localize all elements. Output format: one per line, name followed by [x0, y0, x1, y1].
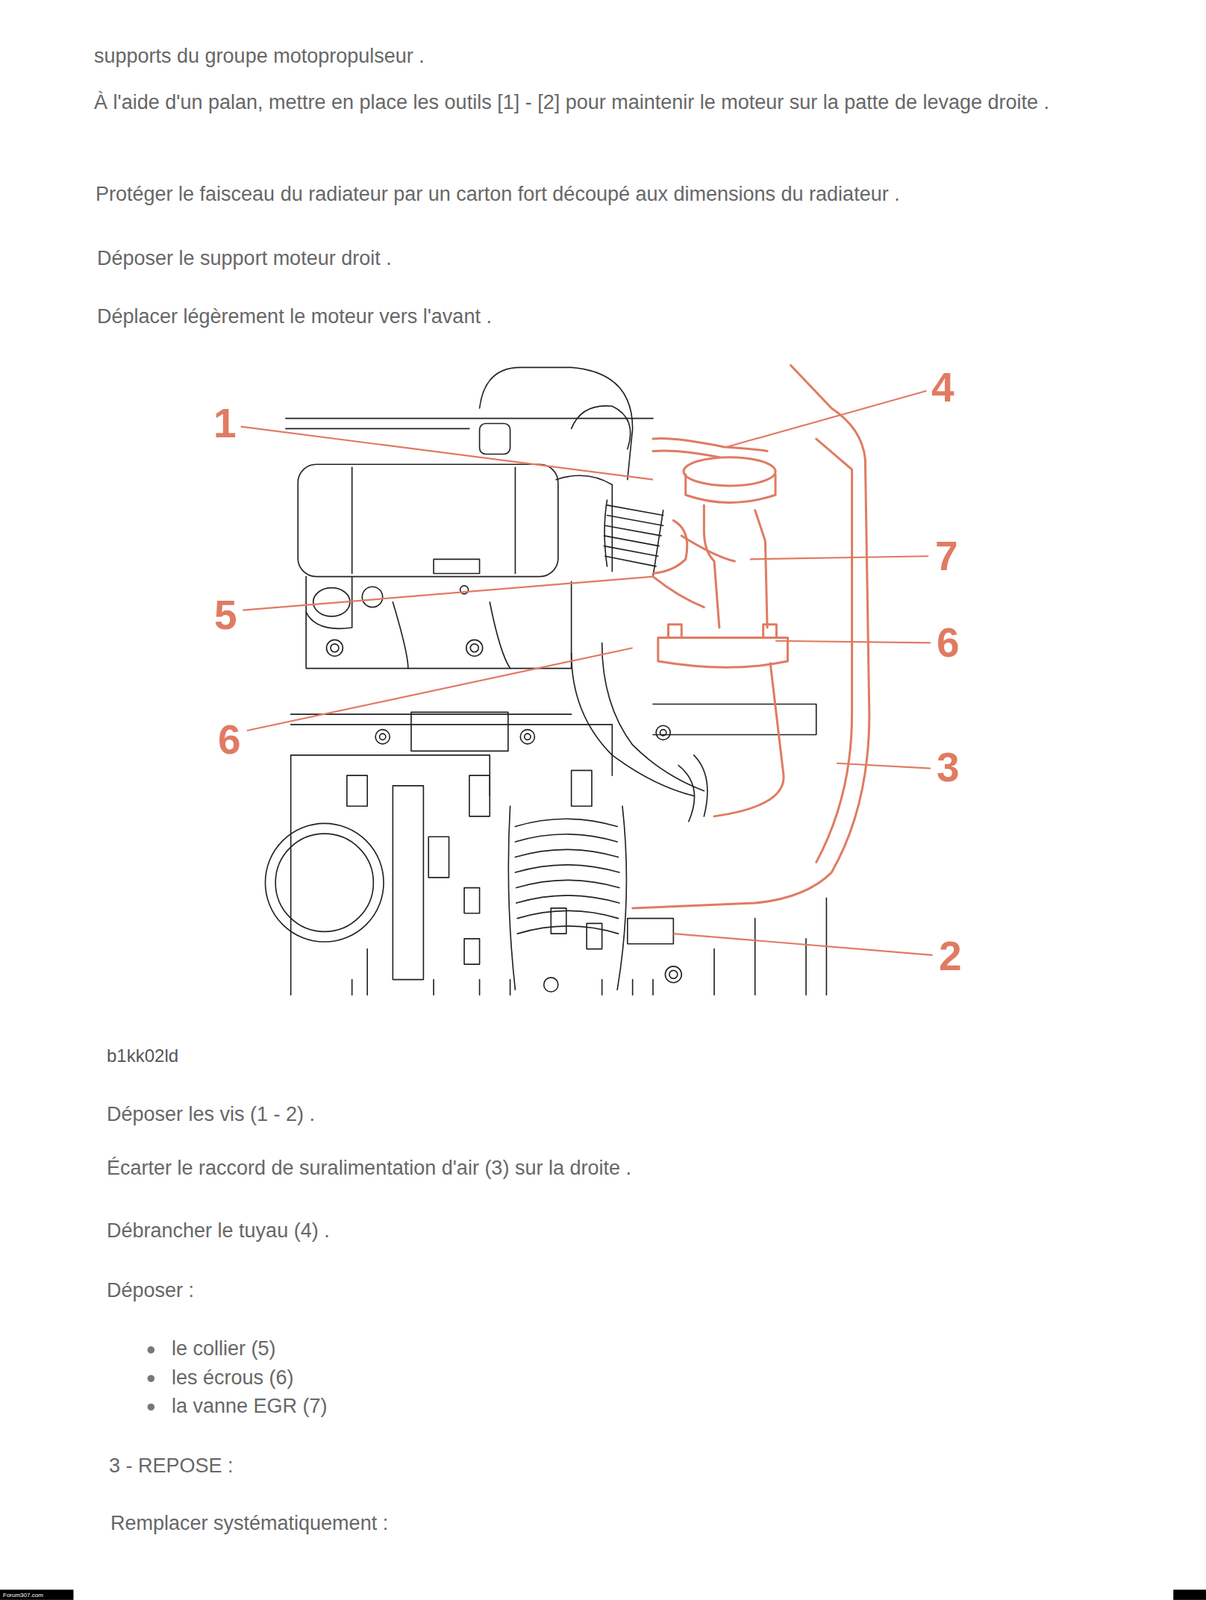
callout-number: 3 — [936, 743, 960, 792]
callout-number: 7 — [935, 532, 959, 580]
watermark: Forum307.com — [2, 1591, 44, 1600]
body-text: Débrancher le tuyau (4) . — [106, 1217, 330, 1245]
callout-number: 6 — [217, 715, 242, 764]
list-item: la vanne EGR (7) — [171, 1392, 328, 1420]
callout-number: 5 — [214, 591, 238, 639]
body-text: Déposer : — [106, 1276, 195, 1304]
callout-number: 6 — [936, 618, 960, 667]
list-item: le collier (5) — [171, 1335, 277, 1362]
body-text: Remplacer systématiquement : — [110, 1509, 389, 1537]
list-item: les écrous (6) — [171, 1364, 295, 1392]
section-heading: 3 - REPOSE : — [108, 1452, 234, 1480]
body-text: Déplacer légèrement le moteur vers l'ava… — [97, 302, 492, 330]
callout-number: 1 — [213, 399, 237, 448]
body-text: Écarter le raccord de suralimentation d'… — [106, 1154, 632, 1182]
figure-reference: b1kk02ld — [106, 1042, 179, 1070]
callout-number: 4 — [931, 363, 955, 412]
body-text: À l'aide d'un palan, mettre en place les… — [94, 81, 1087, 124]
callout-number: 2 — [938, 932, 962, 980]
body-text: Déposer le support moteur droit . — [97, 244, 392, 272]
body-text: Protéger le faisceau du radiateur par un… — [95, 180, 901, 208]
body-text: supports du groupe motopropulseur . — [94, 42, 425, 70]
body-text: Déposer les vis (1 - 2) . — [106, 1100, 315, 1128]
